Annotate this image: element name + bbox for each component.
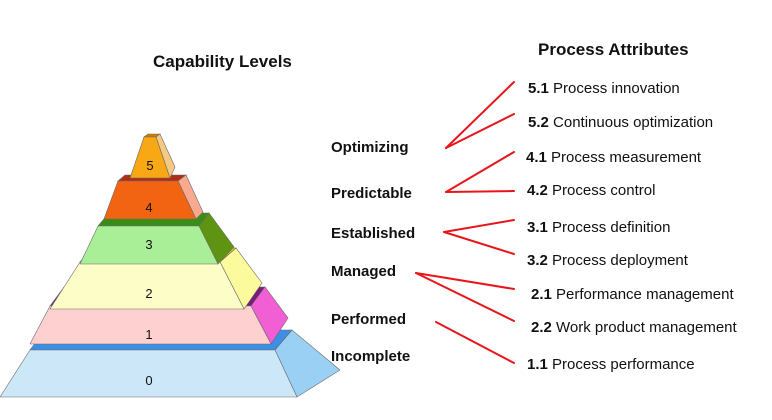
tier-5-number: 5 (146, 158, 153, 173)
attribute-1-1: 1.1 Process performance (527, 356, 695, 373)
connector-managed-2-1 (415, 272, 515, 290)
attribute-name: Performance management (556, 286, 734, 303)
connector-managed-2-2 (415, 272, 515, 322)
attribute-name: Process innovation (553, 80, 680, 97)
attribute-number: 5.1 (528, 80, 549, 97)
tier-3-number: 3 (145, 237, 152, 252)
level-predictable: Predictable (331, 185, 412, 202)
attribute-number: 4.2 (527, 182, 548, 199)
connector-established-3-2 (443, 231, 515, 255)
pyramid-tier-5 (129, 133, 176, 179)
pyramid-tier-3 (79, 212, 235, 265)
attribute-4-2: 4.2 Process control (527, 182, 655, 199)
attribute-name: Process performance (552, 356, 695, 373)
connector-established-3-1 (443, 219, 515, 233)
process-attributes-title: Process Attributes (538, 40, 689, 59)
attribute-name: Process measurement (551, 149, 702, 166)
tier-5-front (129, 136, 171, 179)
attribute-number: 3.1 (527, 219, 548, 236)
attribute-number: 1.1 (527, 356, 548, 373)
attribute-number: 2.2 (531, 319, 552, 336)
attribute-2-1: 2.1 Performance management (531, 286, 734, 303)
level-optimizing: Optimizing (331, 139, 409, 156)
pyramid-tier-4 (103, 174, 204, 220)
tier-0-front (0, 349, 298, 398)
attribute-number: 3.2 (527, 252, 548, 269)
connector-predictable-4-1 (445, 151, 515, 193)
attribute-name: Work product management (556, 319, 737, 336)
tier-0-number: 0 (145, 373, 152, 388)
level-performed: Performed (331, 311, 407, 328)
connector-lines (415, 81, 515, 364)
tier-2-number: 2 (145, 286, 152, 301)
attribute-number: 2.1 (531, 286, 552, 303)
attribute-3-2: 3.2 Process deployment (527, 252, 688, 269)
level-established: Established (331, 225, 416, 242)
level-managed: Managed (331, 263, 397, 280)
capability-levels-title: Capability Levels (153, 52, 292, 71)
connector-optimizing-5-2 (445, 113, 515, 149)
tier-4-number: 4 (145, 200, 152, 215)
attribute-name: Process control (552, 182, 656, 199)
attribute-name: Continuous optimization (553, 114, 714, 131)
tier-4-front (103, 180, 197, 220)
attribute-2-2: 2.2 Work product management (531, 319, 737, 336)
attribute-3-1: 3.1 Process definition (527, 219, 670, 236)
attribute-4-1: 4.1 Process measurement (526, 149, 701, 166)
attribute-number: 5.2 (528, 114, 549, 131)
attribute-number: 4.1 (526, 149, 547, 166)
attribute-name: Process deployment (552, 252, 688, 269)
level-incomplete: Incomplete (331, 348, 411, 365)
connector-performed-1-1 (435, 321, 515, 364)
tier-1-number: 1 (145, 327, 152, 342)
connector-predictable-4-2 (445, 190, 515, 193)
attribute-name: Process definition (552, 219, 671, 236)
tier-3-front (79, 225, 219, 265)
connector-optimizing-5-1 (445, 81, 515, 149)
attribute-5-1: 5.1 Process innovation (528, 80, 680, 97)
attribute-5-2: 5.2 Continuous optimization (528, 114, 713, 131)
